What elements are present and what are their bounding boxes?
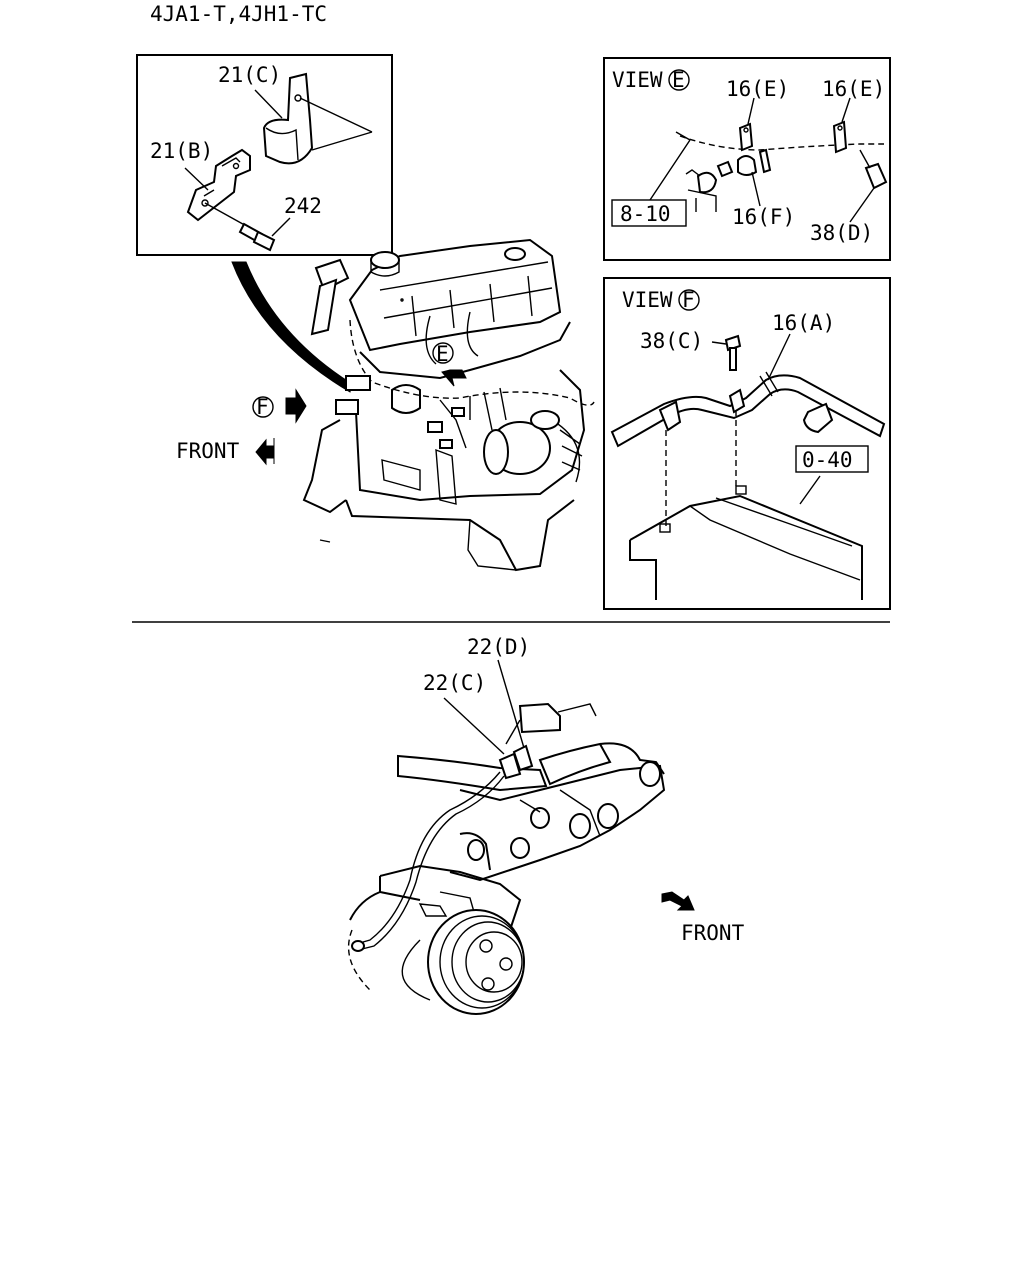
view-e-marker-circle <box>432 342 454 364</box>
label-22d: 22(D) <box>467 635 530 659</box>
view-e-panel: VIEW E 16(E) 16(E) 16(F) 38(D) 8-10 <box>603 57 891 261</box>
bracket-21b-drawing <box>186 148 251 222</box>
engine-main-drawing: E F FRONT <box>176 238 595 572</box>
view-f-frame <box>603 277 891 610</box>
label-21c: 21(C) <box>218 63 281 87</box>
label-16f: 16(F) <box>732 205 795 229</box>
view-e-title: VIEW <box>612 68 663 92</box>
ref-label-0-40: 0-40 <box>802 448 853 472</box>
view-e-arrow-icon <box>441 369 467 387</box>
view-f-title-circle <box>678 289 700 311</box>
label-16e-left: 16(E) <box>726 77 789 101</box>
ref-box-8-10 <box>611 199 687 227</box>
bolt-242-drawing <box>204 202 276 252</box>
front-arrow-main-icon <box>255 438 275 466</box>
clip-21c-drawing <box>262 72 373 165</box>
label-21b: 21(B) <box>150 139 213 163</box>
label-242: 242 <box>284 194 322 218</box>
view-f-marker-letter: F <box>256 395 269 419</box>
detail-bracket-frame <box>136 54 393 256</box>
view-e-title-marker: E <box>672 68 685 92</box>
leader-242 <box>271 217 291 237</box>
leader-21b <box>184 167 209 191</box>
model-code-header: 4JA1-T,4JH1-TC <box>150 2 327 26</box>
view-e-title-circle <box>668 69 690 91</box>
view-e-frame <box>603 57 891 261</box>
label-16e-right: 16(E) <box>822 77 885 101</box>
lower-engine-drawing: 22(D) 22(C) FRONT <box>347 635 745 1015</box>
view-e-marker-letter: E <box>436 342 449 366</box>
front-label-main: FRONT <box>176 439 240 463</box>
view-f-panel: VIEW F 38(C) 16(A) 0-40 <box>603 277 891 610</box>
detail-bracket-panel: 21(C) 21(B) 242 <box>136 54 393 256</box>
ref-label-8-10: 8-10 <box>620 202 671 226</box>
label-38c: 38(C) <box>640 329 703 353</box>
label-22c: 22(C) <box>423 671 486 695</box>
view-f-title-marker: F <box>682 288 695 312</box>
view-f-title: VIEW <box>622 288 673 312</box>
front-label-lower: FRONT <box>681 921 745 945</box>
label-38d: 38(D) <box>810 221 873 245</box>
view-f-arrow-icon <box>285 388 307 424</box>
view-f-marker-circle <box>252 396 274 418</box>
leader-21c <box>254 89 283 119</box>
ref-box-0-40 <box>795 445 869 473</box>
label-16a: 16(A) <box>772 311 835 335</box>
front-arrow-lower-icon <box>661 891 695 911</box>
